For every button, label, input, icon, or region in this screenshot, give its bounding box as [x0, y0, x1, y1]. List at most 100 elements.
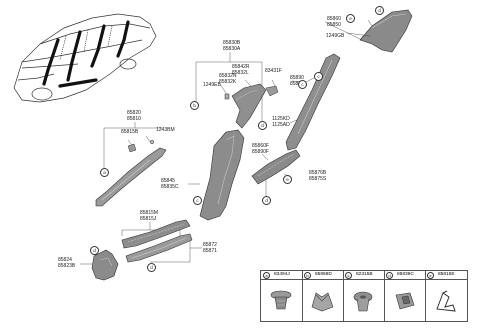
legend-letter: d — [386, 272, 393, 279]
clip-1249eb-icon — [224, 93, 230, 100]
legend-part-number: 83494J — [274, 272, 290, 277]
legend-header: d 85839C — [384, 271, 425, 280]
part-number: 85871 — [203, 247, 217, 254]
part-number: 85876B — [309, 170, 327, 176]
label-85860f-85890f[interactable]: 85860F 85890F — [252, 143, 269, 155]
part-number: 85815J — [140, 215, 157, 222]
callout-d-bottom[interactable]: d — [147, 263, 156, 272]
part-number: 85872 — [203, 242, 217, 248]
part-number: 85832L — [232, 69, 249, 76]
legend-cell-d[interactable]: d 85839C — [384, 271, 426, 321]
part-number: 85823B — [58, 262, 76, 269]
label-85842r-85832l[interactable]: 85842R 85832L — [232, 64, 250, 76]
callout-b[interactable]: b — [190, 101, 199, 110]
callout-d-left[interactable]: d — [90, 246, 99, 255]
callout-c-center[interactable]: c — [193, 196, 202, 205]
seatbelt-guide-icon — [265, 85, 279, 97]
callout-d-top[interactable]: d — [375, 6, 384, 15]
part-number: 85860 — [327, 16, 341, 22]
part-number: 85890F — [252, 148, 269, 155]
label-85845-85835c[interactable]: 85845 85835C — [161, 178, 179, 190]
callout-c-right[interactable]: c — [314, 72, 323, 81]
legend-part-number: 82315B — [356, 272, 373, 277]
legend-part-number: 85839C — [397, 272, 414, 277]
part-number: 1243BM — [156, 127, 175, 133]
bolt-1243bm-icon — [149, 139, 155, 145]
label-85890-85880[interactable]: 85890 85880 — [290, 75, 304, 87]
part-number: 85824 — [58, 257, 72, 263]
front-sill-upper-trim-icon — [121, 219, 191, 249]
part-number: 85820 — [127, 110, 141, 116]
label-1243bm[interactable]: 1243BM — [156, 127, 175, 134]
label-85830b-85830a[interactable]: 85830B 85830A — [223, 40, 241, 52]
b-pillar-lower-trim-icon — [199, 129, 245, 221]
part-number: 85810 — [127, 115, 141, 122]
kick-panel-icon — [91, 249, 119, 281]
part-number: 85815B — [121, 129, 139, 135]
label-85820-85810[interactable]: 85820 85810 — [127, 110, 141, 122]
legend-header: a 83494J — [261, 271, 302, 280]
label-1125kd-1125ad[interactable]: 1125KD 1125AD — [272, 116, 290, 128]
part-number: 1249GB — [326, 33, 345, 39]
c-pillar-trim-icon — [285, 53, 341, 151]
a-pillar-trim-icon — [95, 147, 167, 207]
legend-cell-a[interactable]: a 83494J — [261, 271, 303, 321]
label-1249gb[interactable]: 1249GB — [326, 33, 345, 40]
callout-e-top[interactable]: e — [346, 14, 355, 23]
part-number: 85875S — [309, 175, 327, 182]
part-number: 85830A — [223, 45, 241, 52]
push-clip-icon — [270, 290, 292, 310]
part-number: 85835C — [161, 183, 179, 190]
callout-d-center[interactable]: d — [258, 121, 267, 130]
b-pillar-upper-trim-icon — [231, 83, 267, 129]
legend-letter: c — [345, 272, 352, 279]
square-clip-icon — [395, 292, 415, 310]
part-number: 85842R — [232, 64, 250, 70]
label-85860-85850[interactable]: 85860 85850 — [327, 16, 341, 28]
part-number: 1249EB — [203, 82, 221, 88]
vehicle-overview-icon — [13, 13, 157, 103]
spring-clip-icon — [311, 292, 334, 312]
label-85872-85871[interactable]: 85872 85871 — [203, 242, 217, 254]
rear-sill-trim-icon — [251, 149, 301, 185]
part-number: 85832N — [219, 73, 237, 79]
wire-clip-icon — [436, 290, 456, 312]
part-number: 85815M — [140, 210, 159, 216]
front-sill-lower-trim-icon — [125, 233, 193, 263]
callout-d-right[interactable]: d — [262, 196, 271, 205]
legend-cell-c[interactable]: c 82315B — [343, 271, 385, 321]
callout-e-right[interactable]: e — [283, 175, 292, 184]
part-number: 1125KD — [272, 116, 290, 122]
legend-letter: e — [427, 272, 434, 279]
fastener-legend-table: a 83494J b 85868D c 82315B d — [260, 270, 468, 322]
label-85815m-85815j[interactable]: 85815M 85815J — [140, 210, 159, 222]
part-number: 85890 — [290, 75, 304, 81]
part-number: 83431F — [265, 68, 282, 74]
part-number: 85860F — [252, 143, 269, 149]
part-number: 85850 — [327, 21, 341, 28]
part-number: 1125AD — [272, 121, 290, 128]
legend-header: b 85868D — [302, 271, 343, 280]
legend-header: e 85815E — [425, 271, 467, 280]
label-85832n-85832k[interactable]: 85832N 85832K — [219, 73, 237, 85]
legend-letter: b — [304, 272, 311, 279]
label-1249eb[interactable]: 1249EB — [203, 82, 221, 89]
callout-a[interactable]: a — [100, 168, 109, 177]
legend-cell-b[interactable]: b 85868D — [302, 271, 344, 321]
label-85876b-85875s[interactable]: 85876B 85875S — [309, 170, 327, 182]
part-number: 85845 — [161, 178, 175, 184]
callout-c-small[interactable]: c — [298, 80, 307, 89]
label-85815b[interactable]: 85815B — [121, 129, 139, 136]
clip-85815b-icon — [127, 143, 137, 153]
label-83431f[interactable]: 83431F — [265, 68, 282, 75]
grommet-clip-icon — [353, 291, 373, 312]
legend-part-number: 85868D — [315, 272, 332, 277]
label-85824-85823b[interactable]: 85824 85823B — [58, 257, 76, 269]
part-number: 85880 — [290, 80, 304, 87]
legend-cell-e[interactable]: e 85815E — [425, 271, 467, 321]
pillar-highlight-icon — [42, 20, 130, 88]
legend-letter: a — [263, 272, 270, 279]
part-number: 85832K — [219, 78, 237, 85]
part-number: 85830B — [223, 40, 241, 46]
